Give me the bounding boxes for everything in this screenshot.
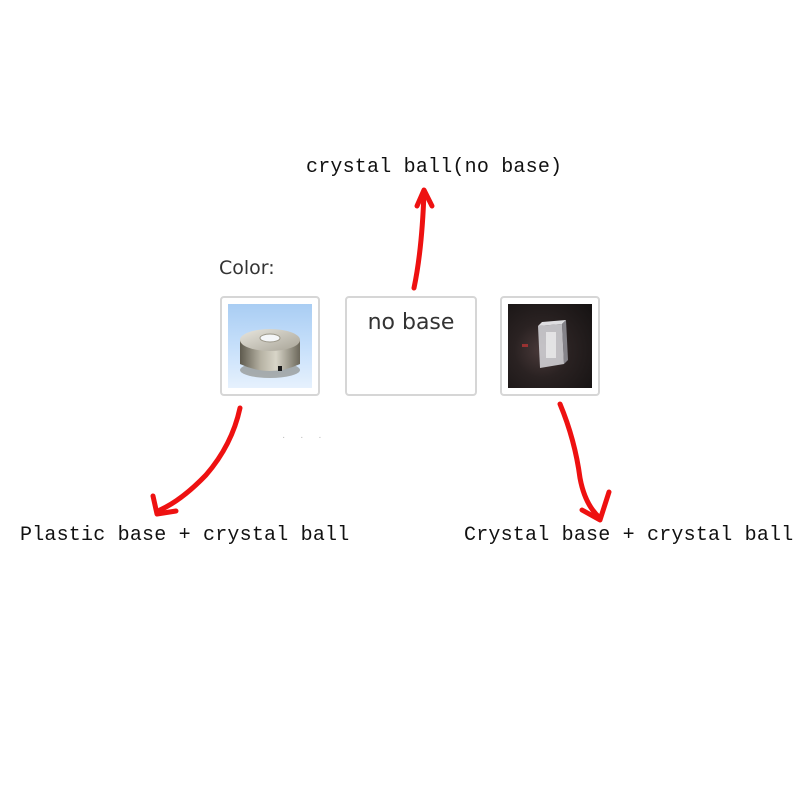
arrow-left-down-head-icon bbox=[150, 493, 179, 517]
color-label: Color: bbox=[219, 257, 275, 279]
crystal-base-thumbnail-icon bbox=[508, 304, 592, 388]
swatch-no-base[interactable]: no base bbox=[345, 296, 477, 396]
swatch-plastic-base[interactable] bbox=[220, 296, 320, 396]
annotation-plastic-base: Plastic base + crystal ball bbox=[20, 524, 350, 547]
crystal-block-icon bbox=[522, 320, 568, 368]
annotation-crystal-base: Crystal base + crystal ball bbox=[464, 524, 794, 547]
arrow-right-down-head-icon bbox=[579, 489, 612, 523]
arrow-left-down-icon bbox=[157, 405, 243, 513]
plastic-base-shape-icon bbox=[240, 329, 300, 378]
plastic-base-thumbnail-icon bbox=[228, 304, 312, 388]
decorative-dots: · · · bbox=[282, 432, 328, 443]
arrow-up-head-icon bbox=[414, 187, 435, 209]
swatch-crystal-base[interactable] bbox=[500, 296, 600, 396]
arrow-right-down-icon bbox=[557, 401, 603, 521]
arrow-up-icon bbox=[411, 189, 427, 291]
annotation-no-base: crystal ball(no base) bbox=[306, 156, 563, 179]
no-base-label: no base bbox=[367, 310, 455, 335]
